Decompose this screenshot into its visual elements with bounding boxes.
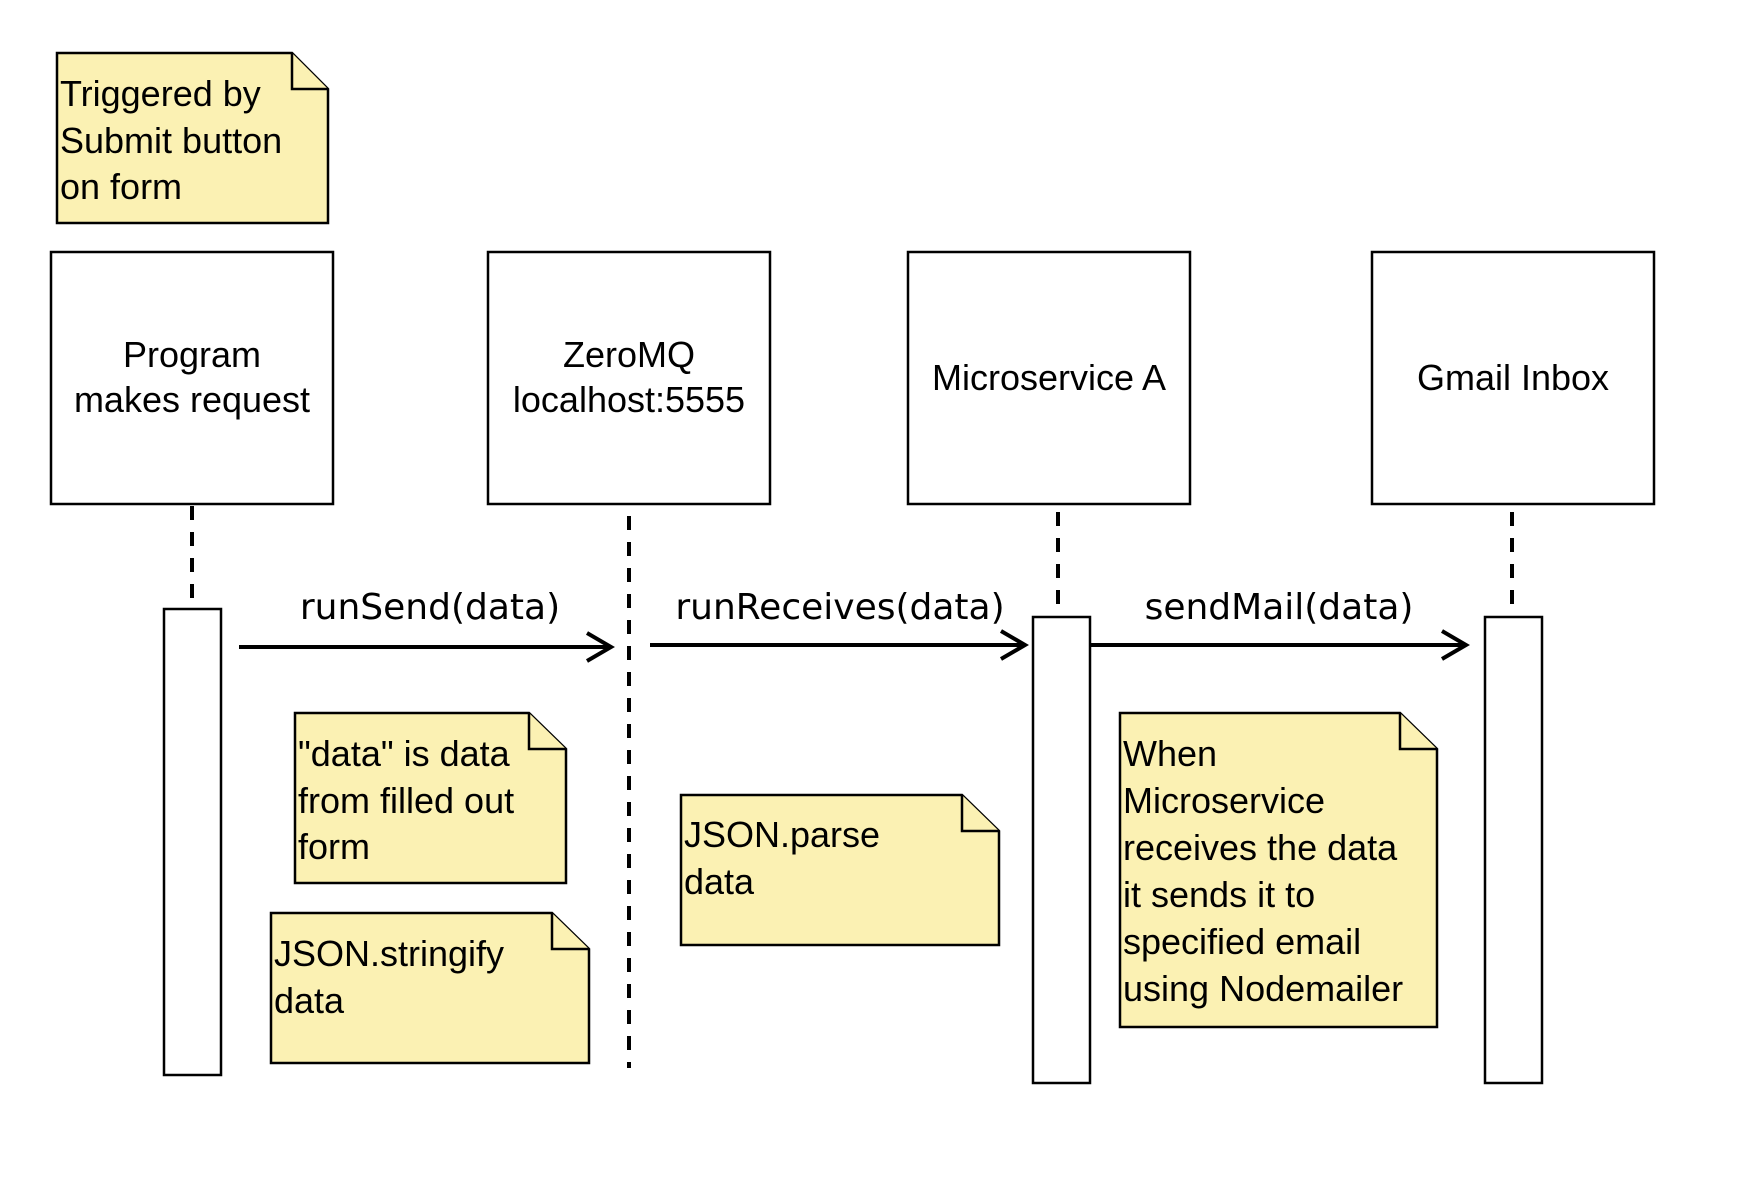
participant-program-label: Program <box>123 334 261 375</box>
message-run-receives-label: runReceives(data) <box>675 587 1004 628</box>
participant-zeromq-label: localhost:5555 <box>513 379 745 420</box>
note-microservice-behavior: When Microservice receives the data it s… <box>1118 711 1439 1029</box>
participant-program: Program makes request <box>49 250 335 506</box>
participant-gmail-label: Gmail Inbox <box>1417 357 1609 398</box>
message-run-send-label: runSend(data) <box>300 587 560 628</box>
note-data-line: from filled out <box>298 780 514 821</box>
note-json-parse: JSON.parse data <box>679 793 1001 947</box>
activation-microservice-a <box>1031 615 1092 1085</box>
note-stringify-line: data <box>274 980 345 1021</box>
participant-microservice-a: Microservice A <box>906 250 1192 506</box>
note-json-stringify: JSON.stringify data <box>269 911 591 1065</box>
note-data-line: "data" is data <box>298 733 511 774</box>
note-microservice-line: Microservice <box>1123 780 1325 821</box>
message-send-mail: sendMail(data) <box>1090 587 1470 661</box>
note-data-from-form: "data" is data from filled out form <box>293 711 568 885</box>
message-send-mail-label: sendMail(data) <box>1145 587 1414 628</box>
note-trigger-line: Submit button <box>60 120 282 161</box>
message-run-receives: runReceives(data) <box>650 587 1029 661</box>
note-stringify-line: JSON.stringify <box>274 933 504 974</box>
note-data-line: form <box>298 826 370 867</box>
note-microservice-line: When <box>1123 733 1217 774</box>
participant-program-label: makes request <box>74 379 310 420</box>
message-run-send: runSend(data) <box>239 587 615 663</box>
participant-zeromq: ZeroMQ localhost:5555 <box>486 250 772 506</box>
note-trigger: Triggered by Submit button on form <box>55 51 330 225</box>
activation-gmail-inbox <box>1483 615 1544 1085</box>
activation-program <box>162 607 223 1077</box>
note-parse-line: data <box>684 861 755 902</box>
participant-gmail-inbox: Gmail Inbox <box>1370 250 1656 506</box>
participant-zeromq-label: ZeroMQ <box>563 334 695 375</box>
participant-microservice-label: Microservice A <box>932 357 1166 398</box>
note-microservice-line: using Nodemailer <box>1123 968 1403 1009</box>
note-microservice-line: specified email <box>1123 921 1361 962</box>
note-microservice-line: it sends it to <box>1123 874 1315 915</box>
note-parse-line: JSON.parse <box>684 814 880 855</box>
note-trigger-line: Triggered by <box>60 73 261 114</box>
note-microservice-line: receives the data <box>1123 827 1398 868</box>
note-trigger-line: on form <box>60 166 182 207</box>
